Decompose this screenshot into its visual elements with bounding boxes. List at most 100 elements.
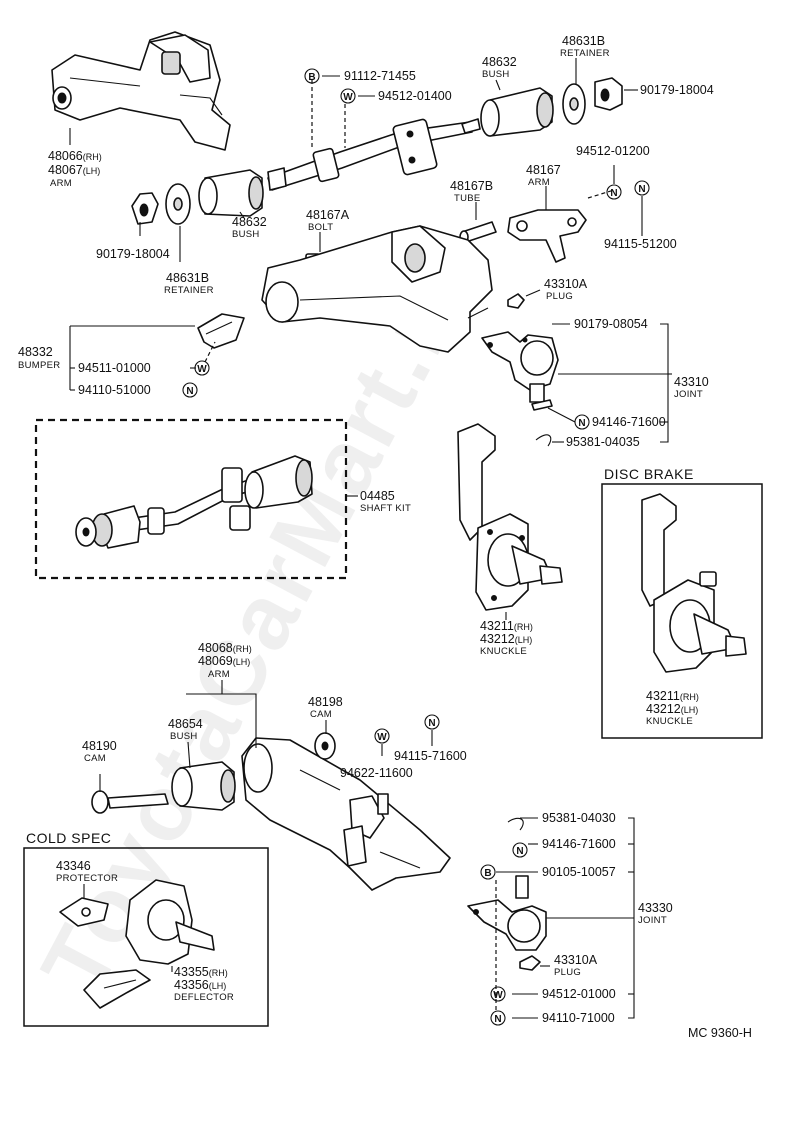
symbol-w-94512c: W [490,986,506,1002]
svg-text:BUMPER: BUMPER [18,360,60,371]
svg-text:RETAINER: RETAINER [164,285,214,296]
svg-text:CAM: CAM [84,753,106,764]
svg-text:KNUCKLE: KNUCKLE [646,716,693,727]
label-94115-51200: 94115-51200 [604,237,677,251]
symbol-w-94622: W [374,728,390,744]
label-95381-04035: 95381-04035 [566,435,640,449]
plug-43310a-lower [519,955,541,971]
label-43310a-upper: 43310A PLUG [544,277,588,302]
svg-text:N: N [638,184,645,195]
svg-text:48067(LH): 48067(LH) [48,163,100,177]
knuckle-43211-disc [641,493,747,673]
ball-joint-43310 [481,331,559,403]
nut-90179-left [131,192,159,225]
cold-spec-box [23,847,269,1027]
symbol-b-90105: B [480,864,496,880]
svg-text:48066(RH): 48066(RH) [48,149,102,163]
svg-text:48332: 48332 [18,345,53,359]
symbol-n-94146b: N [512,842,528,858]
svg-text:N: N [428,718,435,729]
label-43330: 43330 JOINT [638,901,673,926]
svg-text:JOINT: JOINT [674,389,703,400]
label-91112-71455: 91112-71455 [344,69,416,83]
label-90179-08054: 90179-08054 [574,317,648,331]
shaft-kit-illustration [75,455,313,549]
label-48631b-left: 48631B RETAINER [164,271,214,296]
svg-text:43310A: 43310A [554,953,598,967]
svg-text:48632: 48632 [482,55,517,69]
svg-text:48631B: 48631B [166,271,209,285]
svg-text:W: W [343,92,353,103]
cold-spec-joint-illustration [125,879,215,965]
svg-text:W: W [493,990,503,1001]
svg-text:48198: 48198 [308,695,343,709]
svg-text:48167B: 48167B [450,179,493,193]
label-48190: 48190 CAM [82,739,117,764]
svg-text:RETAINER: RETAINER [560,48,610,59]
label-94115-71600: 94115-71600 [394,749,467,763]
svg-text:W: W [377,732,387,743]
bush-48632-left [198,169,264,217]
svg-text:JOINT: JOINT [638,915,667,926]
svg-text:N: N [516,846,523,857]
cotter-pin-95381-upper [535,434,552,447]
svg-text:KNUCKLE: KNUCKLE [480,646,527,657]
label-95381-04030: 95381-04030 [542,811,616,825]
svg-text:48167A: 48167A [306,208,350,222]
disc-brake-box [601,483,763,739]
svg-text:CAM: CAM [310,709,332,720]
svg-text:N: N [578,418,585,429]
label-94110-71000: 94110-71000 [542,1011,615,1025]
plug-43310a-upper [507,293,525,309]
label-48167: 48167 ARM [526,163,561,188]
svg-text:N: N [494,1014,501,1025]
protector-43346 [59,897,109,927]
svg-text:PROTECTOR: PROTECTOR [56,873,118,884]
svg-text:PLUG: PLUG [554,967,581,978]
retainer-48631b-top [562,83,586,125]
svg-text:W: W [197,364,207,375]
label-94622-11600: 94622-11600 [340,766,413,780]
label-43310: 43310 JOINT [674,375,709,400]
svg-text:48068(RH): 48068(RH) [198,641,252,655]
label-94512-01400: 94512-01400 [378,89,452,103]
svg-text:48069(LH): 48069(LH) [198,654,250,668]
svg-text:48632: 48632 [232,215,267,229]
deflector-43355 [83,969,151,1009]
cotter-pin-95381-lower [507,817,524,831]
svg-text:DEFLECTOR: DEFLECTOR [174,992,234,1003]
label-94146-71600-upper: 94146-71600 [592,415,666,429]
footer-code: MC 9360-H [688,1026,752,1040]
svg-text:ARM: ARM [208,669,230,680]
svg-text:ARM: ARM [528,177,550,188]
label-48332: 48332 BUMPER [18,345,60,371]
svg-text:48190: 48190 [82,739,117,753]
svg-text:BUSH: BUSH [482,69,510,80]
upper-arm-illustration [51,31,231,151]
svg-text:BUSH: BUSH [170,731,198,742]
label-48198: 48198 CAM [308,695,343,720]
svg-text:43211(RH): 43211(RH) [480,619,533,633]
label-94511-01000: 94511-01000 [78,361,151,375]
label-90179-18004-top: 90179-18004 [640,83,714,97]
svg-text:43310: 43310 [674,375,709,389]
bush-48632-top [480,87,554,137]
svg-text:48654: 48654 [168,717,203,731]
svg-text:43212(LH): 43212(LH) [646,702,698,716]
label-48068-48069: 48068(RH) 48069(LH) ARM [198,641,252,680]
svg-text:ARM: ARM [50,178,72,189]
svg-text:43310A: 43310A [544,277,588,291]
svg-text:SHAFT KIT: SHAFT KIT [360,503,411,514]
label-43346: 43346 PROTECTOR [56,859,118,884]
cam-48190 [91,790,169,814]
upper-arm-main-illustration [261,225,493,353]
retainer-48631b-left [165,183,191,225]
symbol-n-94110a: N [182,382,198,398]
svg-text:B: B [308,72,315,83]
label-48654: 48654 BUSH [168,717,203,742]
label-43355-43356: 43355(RH) 43356(LH) DEFLECTOR [174,965,234,1003]
svg-text:43330: 43330 [638,901,673,915]
label-48167b: 48167B TUBE [450,179,493,204]
svg-text:BOLT: BOLT [308,222,333,233]
